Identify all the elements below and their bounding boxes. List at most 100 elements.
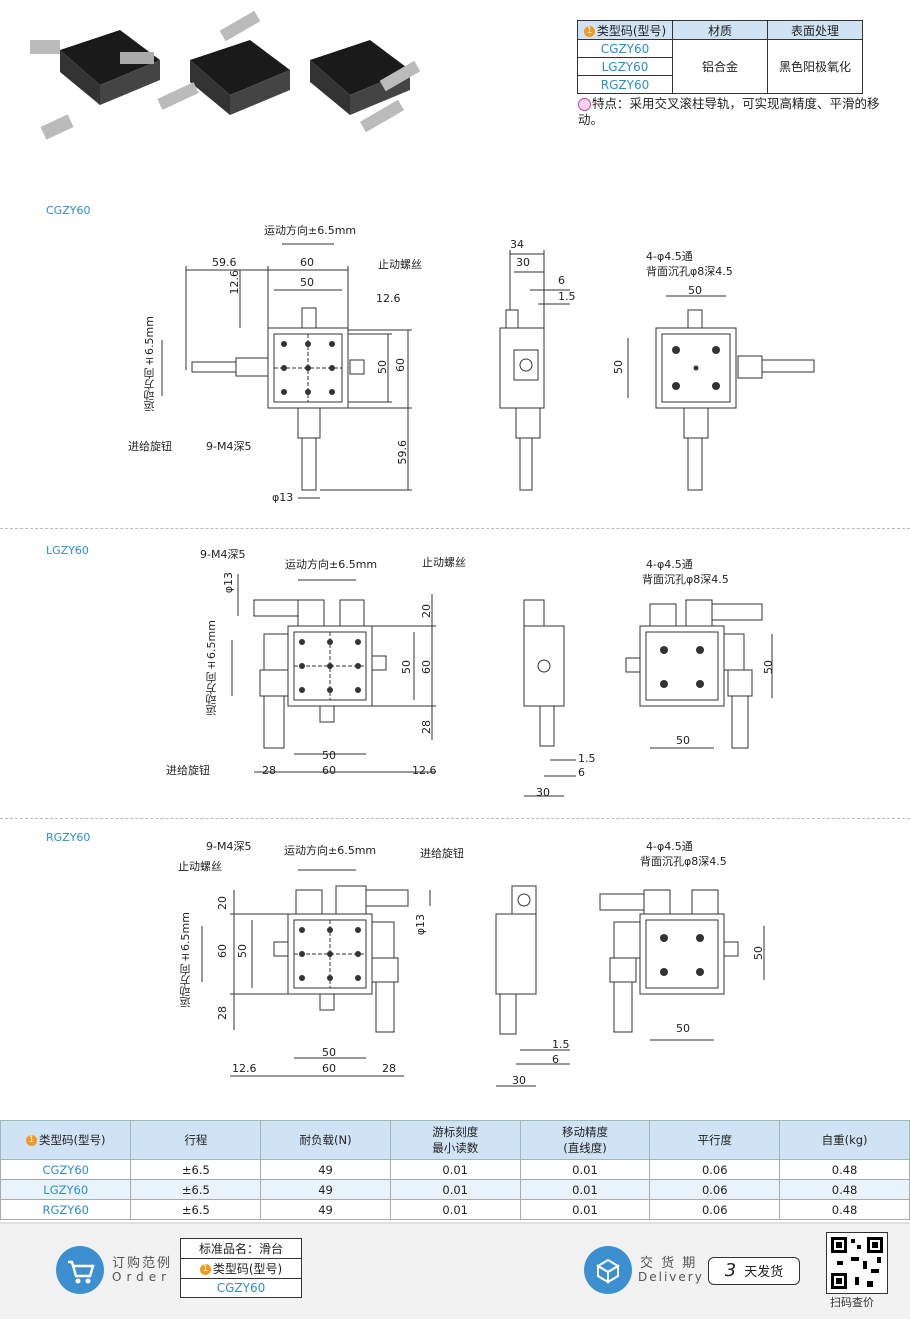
label-feed-knob: 进给旋钮 — [128, 440, 172, 453]
cart-icon — [56, 1246, 104, 1294]
dim-6: 6 — [552, 1053, 559, 1066]
qr-code-icon[interactable] — [826, 1232, 888, 1294]
feature-note: 特点：采用交叉滚柱导轨，可实现高精度、平滑的移动。 — [578, 96, 898, 128]
label-tap-holes: 9-M4深5 — [206, 440, 252, 453]
cell-parallelism: 0.06 — [649, 1159, 781, 1180]
spec-surface: 黑色阳极氧化 — [767, 39, 863, 94]
dim-50-vertical: 50 — [400, 660, 413, 674]
cell-load: 49 — [260, 1199, 391, 1220]
params-header-vernier-l2: 最小读数 — [432, 1141, 479, 1155]
delivery-box-icon — [584, 1246, 632, 1294]
dim-60: 60 — [322, 1062, 336, 1075]
dim-50-back: 50 — [676, 734, 690, 747]
order-std-name: 标准品名：滑台 — [180, 1238, 302, 1259]
cell-weight: 0.48 — [779, 1179, 910, 1200]
dim-50-back-vertical: 50 — [612, 360, 625, 374]
stage-photo-1 — [30, 30, 160, 140]
label-motion-dir-vertical: 运动方向±6.5mm — [143, 316, 156, 412]
number-badge-icon: 1 — [583, 25, 595, 37]
cell-type: LGZY60 — [0, 1179, 132, 1200]
table-row: RGZY60 ±6.5 49 0.01 0.01 0.06 0.48 — [0, 1199, 910, 1220]
feature-label: 特点： — [592, 96, 630, 111]
dim-12-6: 12.6 — [412, 764, 437, 777]
delivery-days-number: 3 — [724, 1260, 737, 1281]
dim-60-vertical: 60 — [394, 358, 407, 372]
label-counterbore: 背面沉孔φ8深4.5 — [640, 855, 727, 868]
label-thru-holes: 4-φ4.5通 — [646, 558, 693, 571]
dim-50-back-vertical: 50 — [752, 946, 765, 960]
dim-50-vertical: 50 — [236, 944, 249, 958]
dim-1-5: 1.5 — [578, 752, 596, 765]
dim-28-vertical: 28 — [420, 720, 433, 734]
dim-30: 30 — [512, 1074, 526, 1087]
dim-34: 34 — [510, 238, 524, 251]
label-tap-holes: 9-M4深5 — [200, 548, 246, 561]
dim-20-vertical: 20 — [216, 896, 229, 910]
dim-28: 28 — [382, 1062, 396, 1075]
dim-28: 28 — [262, 764, 276, 777]
dim-60-vertical: 60 — [216, 944, 229, 958]
label-motion-dir: 运动方向±6.5mm — [284, 844, 377, 857]
order-title: 订购范例 — [112, 1256, 173, 1271]
cell-accuracy: 0.01 — [519, 1159, 651, 1180]
dim-12-6: 12.6 — [232, 1062, 257, 1075]
order-subtitle: Order — [112, 1270, 172, 1284]
params-header-stroke: 行程 — [130, 1120, 262, 1160]
dim-59-6: 59.6 — [212, 256, 237, 269]
dim-60: 60 — [322, 764, 336, 777]
cell-vernier: 0.01 — [389, 1179, 521, 1200]
section-label-lgzy60: LGZY60 — [46, 544, 89, 557]
spec-header-surface: 表面处理 — [767, 20, 863, 40]
cell-vernier: 0.01 — [389, 1199, 521, 1220]
table-row: CGZY60 ±6.5 49 0.01 0.01 0.06 0.48 — [0, 1159, 910, 1180]
spec-header-type-text: 类型码(型号) — [596, 23, 667, 38]
label-stop-screw: 止动螺丝 — [178, 860, 222, 873]
cell-parallelism: 0.06 — [649, 1199, 781, 1220]
label-counterbore: 背面沉孔φ8深4.5 — [646, 265, 733, 278]
dim-50-back-vertical: 50 — [762, 660, 775, 674]
table-row: LGZY60 ±6.5 49 0.01 0.01 0.06 0.48 — [0, 1179, 910, 1200]
label-motion-dir: 运动方向±6.5mm — [264, 224, 357, 237]
cell-type: RGZY60 — [0, 1199, 132, 1220]
params-header-parallelism: 平行度 — [649, 1120, 781, 1160]
dim-30: 30 — [516, 256, 530, 269]
spec-material: 铝合金 — [672, 39, 768, 94]
params-header-accuracy: 移动精度(直线度) — [519, 1120, 651, 1160]
cell-vernier: 0.01 — [389, 1159, 521, 1180]
label-thru-holes: 4-φ4.5通 — [646, 840, 693, 853]
dim-30: 30 — [536, 786, 550, 799]
label-motion-dir: 运动方向±6.5mm — [285, 558, 378, 571]
dim-1-5: 1.5 — [558, 290, 576, 303]
cell-stroke: ±6.5 — [130, 1179, 262, 1200]
cell-weight: 0.48 — [779, 1159, 910, 1180]
delivery-subtitle: Delivery — [638, 1270, 704, 1284]
qr-caption: 扫码查价 — [830, 1296, 874, 1309]
dim-12-6-vertical: 12.6 — [228, 270, 241, 295]
label-motion-dir-vertical: 运动方向±6.5mm — [179, 912, 192, 1008]
label-diam: φ13 — [414, 914, 427, 936]
cell-parallelism: 0.06 — [649, 1179, 781, 1200]
section-divider — [0, 818, 910, 819]
label-tap-holes: 9-M4深5 — [206, 840, 252, 853]
spec-header-material: 材质 — [672, 20, 768, 40]
dim-20-vertical: 20 — [420, 604, 433, 618]
dim-6: 6 — [558, 274, 565, 287]
spec-row-type: CGZY60 — [577, 39, 673, 58]
params-header-vernier: 游标刻度最小读数 — [389, 1120, 521, 1160]
spec-row-type: RGZY60 — [577, 75, 673, 94]
params-header-accuracy-l1: 移动精度 — [561, 1125, 608, 1139]
dim-50-back: 50 — [688, 284, 702, 297]
cell-stroke: ±6.5 — [130, 1199, 262, 1220]
cell-accuracy: 0.01 — [519, 1199, 651, 1220]
cell-stroke: ±6.5 — [130, 1159, 262, 1180]
dim-6: 6 — [578, 766, 585, 779]
number-badge-icon: 1 — [199, 1264, 211, 1275]
label-feed-knob: 进给旋钮 — [420, 847, 464, 860]
section-label-rgzy60: RGZY60 — [46, 831, 91, 844]
order-type-code-text: 类型码(型号) — [212, 1262, 283, 1276]
